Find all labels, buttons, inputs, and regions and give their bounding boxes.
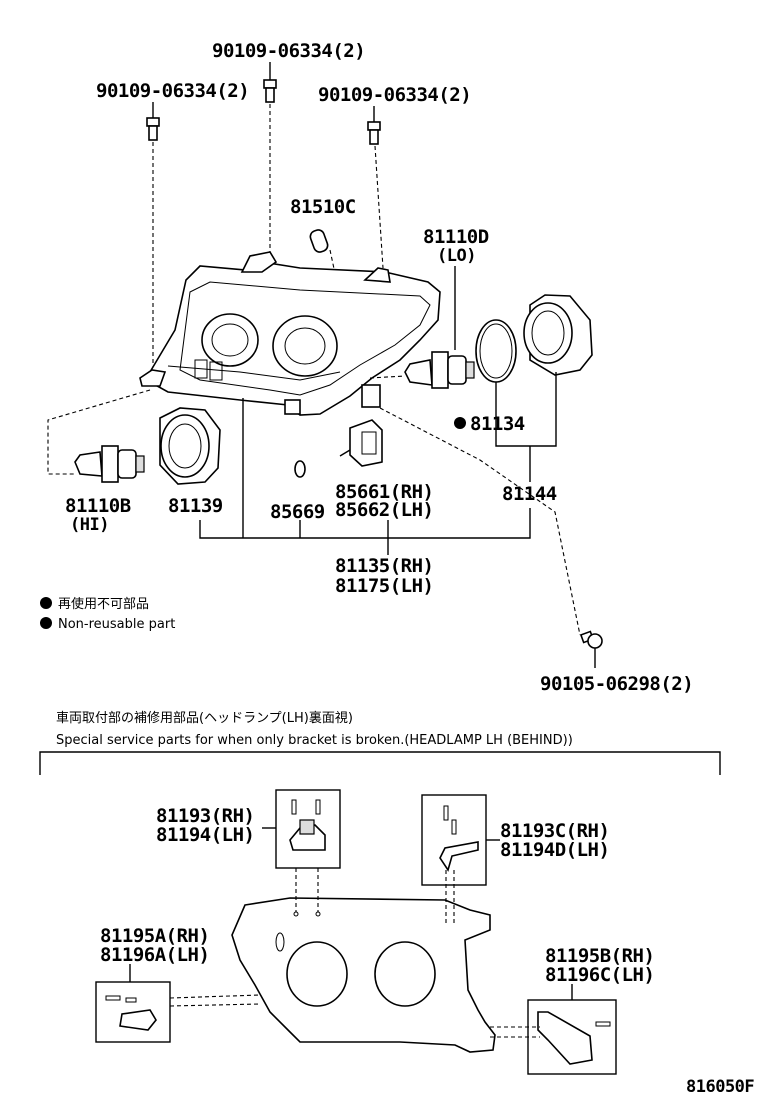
part-81194-label: 81194(LH) (156, 824, 254, 846)
part-81110d-sub-label: (LO) (437, 246, 476, 266)
bolt-top-right-label: 90109-06334(2) (318, 84, 471, 106)
bracket-part-icon (537, 1011, 611, 1065)
bolt-icon (263, 62, 277, 103)
wedge-bulb-icon (309, 229, 329, 253)
legend-en: Non-reusable part (58, 617, 175, 632)
section-bracket (39, 751, 721, 775)
part-81196c-label: 81196C(LH) (545, 964, 654, 986)
part-81510c-label: 81510C (290, 196, 356, 218)
part-85669-label: 85669 (270, 501, 325, 523)
legend: 再使用不可部品 Non-reusable part (40, 596, 175, 632)
part-85662-label: 85662(LH) (335, 499, 433, 521)
figure-code: 816050F (686, 1077, 754, 1097)
part-81196a-label: 81196A(LH) (100, 944, 209, 966)
bracket-part-icon (439, 805, 479, 872)
part-81194d-label: 81194D(LH) (500, 839, 609, 861)
bolt-icon (146, 102, 160, 141)
bolt-icon (367, 106, 381, 145)
part-81193c-label: 81193C(RH) (500, 820, 609, 842)
part-81144-label: 81144 (502, 483, 557, 505)
special-title-en: Special service parts for when only brac… (56, 733, 573, 748)
halogen-bulb-icon (404, 351, 475, 389)
part-81134-label: 81134 (470, 413, 525, 435)
bracket-box-81195a (95, 981, 171, 1043)
non-reusable-marker-icon (40, 597, 52, 609)
legend-jp: 再使用不可部品 (58, 596, 149, 612)
o-ring-icon (475, 319, 517, 383)
special-title-jp: 車両取付部の補修用部品(ヘッドランプ(LH)裏面視) (56, 711, 353, 726)
bolt-top-left-label: 90109-06334(2) (96, 80, 249, 102)
bolt-bottom-right-label: 90105-06298(2) (540, 673, 693, 695)
part-81175-label: 81175(LH) (335, 575, 433, 597)
headlamp-rear-view (231, 897, 496, 1053)
bracket-part-icon (105, 995, 157, 1031)
lamp-cap-icon (523, 294, 593, 376)
part-81139-label: 81139 (168, 495, 223, 517)
bolt-top-center-label: 90109-06334(2) (212, 40, 365, 62)
part-81135-label: 81135(RH) (335, 555, 433, 577)
part-81195b-label: 81195B(RH) (545, 945, 654, 967)
leveling-actuator-icon (339, 419, 383, 467)
bolt-icon (579, 630, 603, 649)
part-81193-label: 81193(RH) (156, 805, 254, 827)
non-reusable-marker-icon (454, 417, 466, 429)
headlamp-housing (139, 251, 441, 416)
part-85661-label: 85661(RH) (335, 481, 433, 503)
part-81195a-label: 81195A(RH) (100, 925, 209, 947)
part-81110b-sub-label: (HI) (70, 515, 109, 535)
halogen-bulb-icon (74, 445, 145, 483)
non-reusable-marker-icon (40, 617, 52, 629)
bracket-part-icon (289, 799, 326, 851)
part-81110b-label: 81110B (65, 495, 131, 517)
part-81110d-label: 81110D (423, 226, 489, 248)
clip-icon (294, 460, 306, 478)
lamp-cap-icon (159, 407, 221, 485)
bracket-box-81193 (275, 789, 341, 869)
